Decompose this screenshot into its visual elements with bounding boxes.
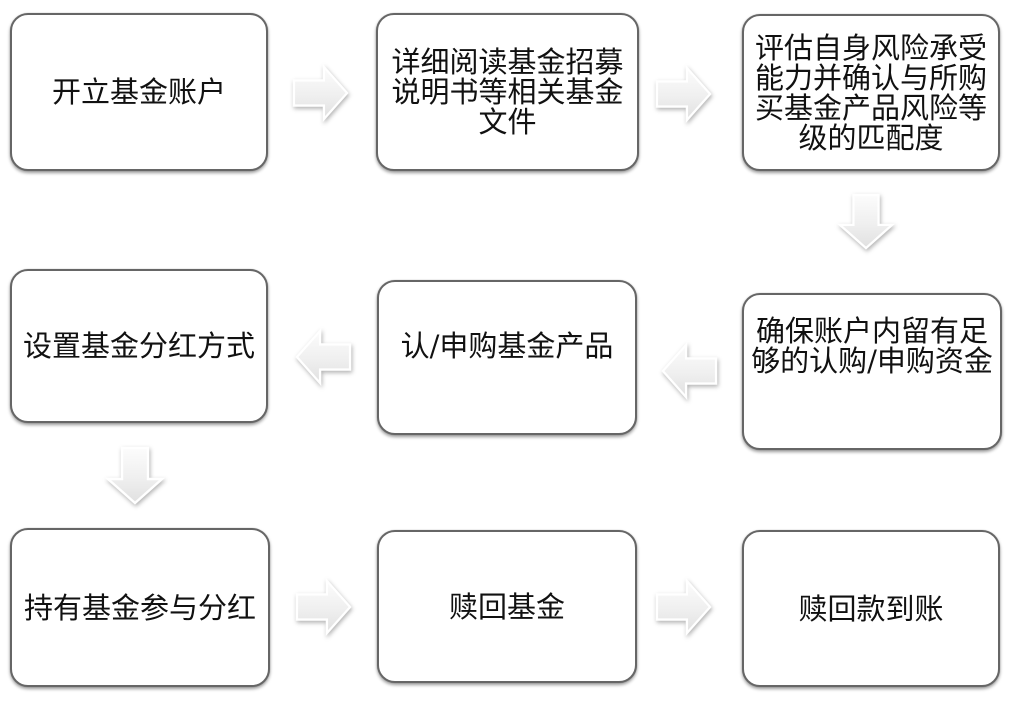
flow-step-ensure-funds: 确保账户内留有足 够的认购/申购资金	[742, 293, 1002, 450]
arrow-right-icon	[655, 578, 713, 636]
flow-step-label: 评估自身风险承受 能力并确认与所购 买基金产品风险等 级的匹配度	[754, 30, 987, 155]
flow-step-redeem: 赎回基金	[377, 530, 637, 683]
flow-step-label: 设置基金分红方式	[22, 329, 255, 363]
flow-step-label: 持有基金参与分红	[23, 590, 256, 625]
arrow-right-icon	[655, 65, 713, 123]
flow-step-set-dividend: 设置基金分红方式	[10, 269, 268, 423]
flow-step-label: 确保账户内留有足 够的认购/申购资金	[751, 313, 993, 378]
arrow-down-icon	[105, 444, 165, 508]
arrow-right-icon	[292, 64, 350, 122]
flow-step-label: 赎回基金	[448, 589, 565, 624]
flow-step-assess-risk: 评估自身风险承受 能力并确认与所购 买基金产品风险等 级的匹配度	[742, 14, 1000, 171]
flow-step-label: 赎回款到账	[798, 591, 944, 626]
arrow-right-icon	[295, 578, 353, 636]
flow-step-redemption-arrival: 赎回款到账	[742, 530, 1000, 687]
flow-step-open-account: 开立基金账户	[10, 13, 268, 171]
flow-step-subscribe: 认/申购基金产品	[377, 280, 637, 435]
flow-step-label: 详细阅读基金招募 说明书等相关基金 文件	[391, 45, 624, 139]
arrow-down-icon	[835, 193, 897, 251]
flow-step-read-documents: 详细阅读基金招募 说明书等相关基金 文件	[376, 13, 639, 171]
flow-step-hold-dividend: 持有基金参与分红	[10, 528, 270, 687]
flow-step-label: 开立基金账户	[51, 75, 226, 109]
flow-step-label: 认/申购基金产品	[400, 328, 614, 363]
arrow-left-icon	[660, 342, 718, 400]
arrow-left-icon	[294, 328, 352, 386]
